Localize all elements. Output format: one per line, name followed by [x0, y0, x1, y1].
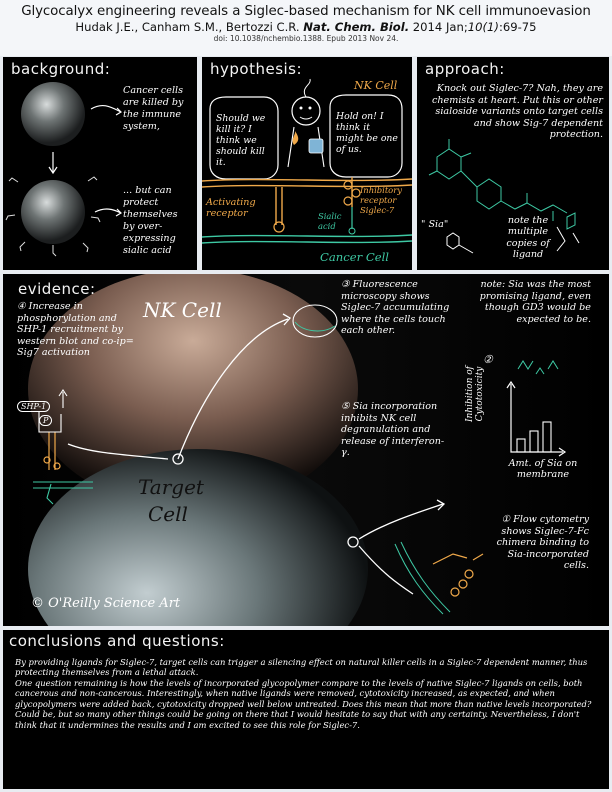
- target-cell-label-1: Target: [138, 475, 204, 499]
- conclusions-title: conclusions and questions:: [9, 632, 225, 650]
- citation-year: 2014 Jan;: [409, 20, 468, 34]
- paper-title: Glycocalyx engineering reveals a Siglec-…: [21, 4, 591, 19]
- evidence-nk-cell-label: NK Cell: [143, 298, 222, 322]
- graph-bars: [516, 421, 552, 453]
- approach-note: note the multiple copies of ligand: [506, 215, 550, 261]
- background-panel: background: Cancer cells are killed by t…: [3, 57, 197, 270]
- citation-pages: :69-75: [498, 20, 537, 34]
- citation-authors: Hudak J.E., Canham S.M., Bertozzi C.R.: [75, 20, 304, 34]
- approach-text: Knock out Siglec-7? Nah, they are chemis…: [432, 83, 603, 141]
- approach-title: approach:: [425, 60, 505, 78]
- hypothesis-panel: hypothesis: NK Cell Should we kill it? I: [202, 57, 412, 270]
- background-text-2: ... but can protect themselves by over-e…: [123, 185, 178, 256]
- bubble-right-text: Hold on! I think it might be one of us.: [336, 111, 398, 155]
- shp1-label: SHP-1: [17, 401, 51, 412]
- evidence-item-5: ⑤ Sia incorporation inhibits NK cell deg…: [341, 401, 445, 459]
- cancer-cell-label: Cancer Cell: [320, 250, 389, 264]
- conclusions-p1: By providing ligands for Siglec-7, targe…: [15, 657, 588, 678]
- sialic-acid-label: Sialic acid: [318, 211, 342, 231]
- sia-label: " Sia": [421, 219, 449, 230]
- evidence-note: note: Sia was the most promising ligand,…: [479, 279, 591, 325]
- hypothesis-title: hypothesis:: [210, 60, 303, 78]
- cancer-cell-top: [21, 82, 85, 146]
- nk-cell: [28, 274, 358, 509]
- activating-receptor-label: Activating receptor: [206, 197, 256, 219]
- sialoside-structure: [428, 139, 580, 254]
- evidence-item-2: ②: [483, 353, 493, 366]
- evidence-panel: evidence: NK Cell Target Cell © O'Reilly…: [3, 274, 609, 626]
- doi: doi: 10.1038/nchembio.1388. Epub 2013 No…: [213, 34, 399, 43]
- evidence-title: evidence:: [18, 280, 96, 298]
- bubble-left-text: Should we kill it? I think we should kil…: [216, 113, 266, 168]
- background-cells: [5, 82, 122, 257]
- approach-panel: approach: Knock out Siglec-7? Nah, they …: [417, 57, 609, 270]
- hypothesis-diagram: [202, 78, 412, 244]
- background-text-1: Cancer cells are killed by the immune sy…: [123, 85, 184, 132]
- header: Glycocalyx engineering reveals a Siglec-…: [0, 0, 612, 56]
- conclusions-panel: conclusions and questions: By providing …: [3, 630, 609, 789]
- evidence-item-3: ③ Fluorescence microscopy shows Siglec-7…: [341, 279, 450, 337]
- target-cell: [28, 449, 368, 626]
- target-cell-label-2: Cell: [148, 502, 188, 526]
- citation: Hudak J.E., Canham S.M., Bertozzi C.R. N…: [0, 20, 612, 34]
- citation-journal: Nat. Chem. Biol.: [303, 20, 410, 34]
- graph-ylabel: Inhibition of Cytotoxicity: [465, 366, 485, 422]
- nk-cell-label: NK Cell: [354, 79, 398, 92]
- background-title: background:: [11, 60, 111, 78]
- copyright: © O'Reilly Science Art: [31, 596, 181, 611]
- inhibitory-receptor-label: Inhibitory receptor Siglec-7: [360, 185, 402, 215]
- nk-membrane: [202, 178, 412, 182]
- conclusions-p2: One question remaining is how the levels…: [15, 678, 592, 730]
- graph-xlabel: Amt. of Sia on membrane: [508, 458, 578, 481]
- cancer-cell-bottom: [21, 180, 85, 244]
- citation-volume: 10(1): [467, 20, 499, 34]
- phospho-label: P: [39, 415, 53, 426]
- evidence-item-1: ① Flow cytometry shows Siglec-7-Fc chime…: [496, 514, 589, 572]
- cancer-membrane: [202, 234, 412, 238]
- evidence-item-4: ④ Increase in phosphorylation and SHP-1 …: [17, 301, 134, 359]
- cells-illustration: [3, 274, 609, 626]
